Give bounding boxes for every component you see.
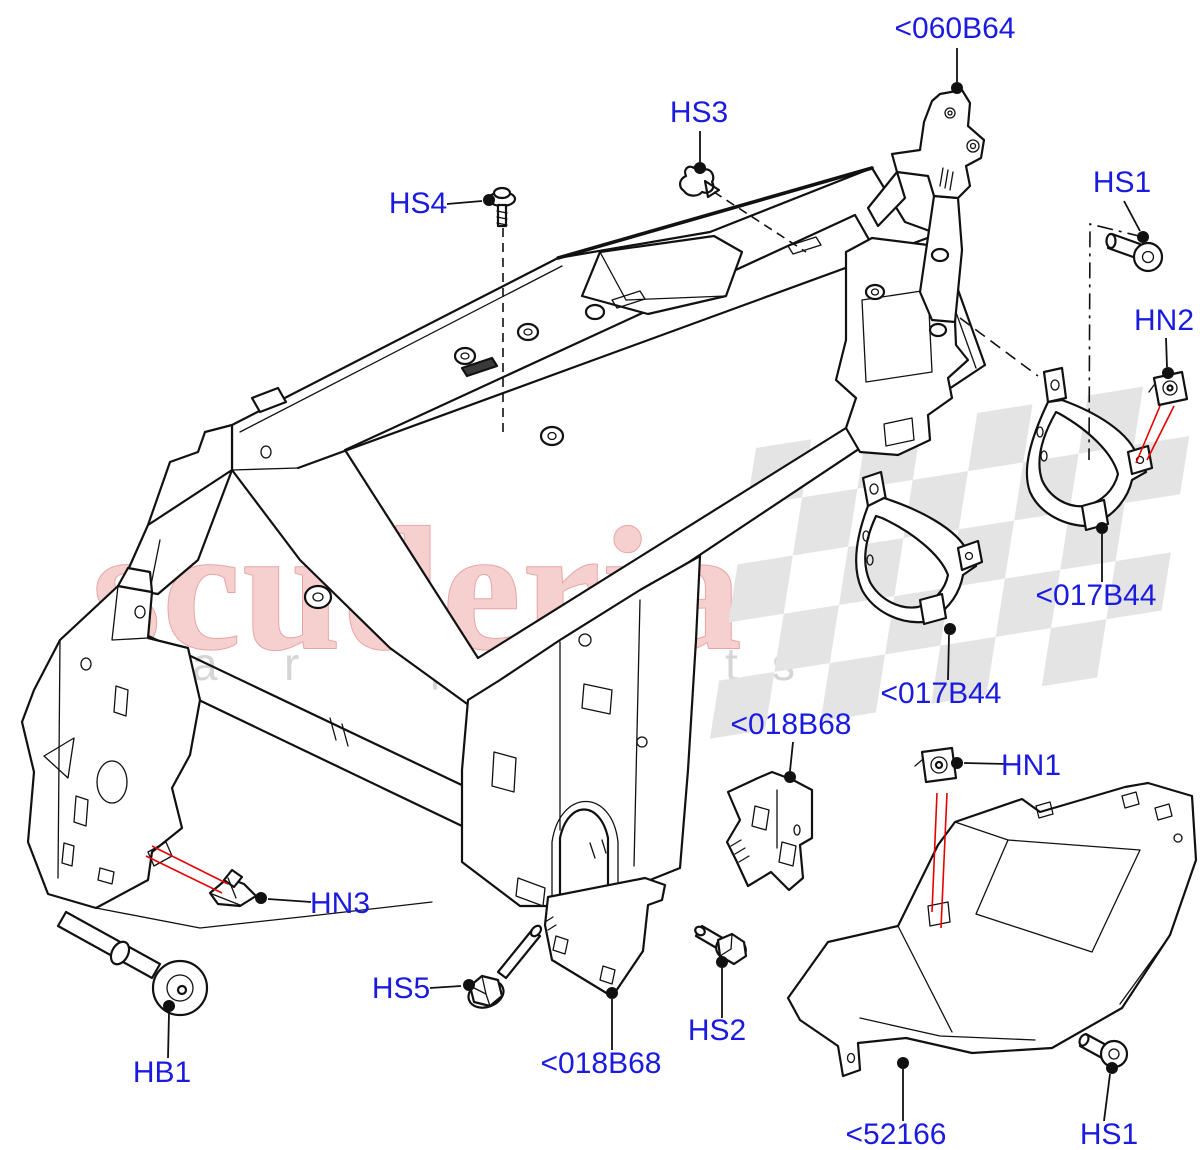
bracket-017B44-right-drawing bbox=[1025, 366, 1154, 532]
callout-dot-HN1 bbox=[951, 757, 963, 769]
assembly-guides bbox=[502, 191, 1144, 461]
callout-leader-017B44_mid bbox=[947, 634, 950, 681]
callout-leader-HS1_top bbox=[1123, 200, 1141, 232]
part-label-HN2[interactable]: HN2 bbox=[1134, 304, 1194, 337]
part-label-HB1[interactable]: HB1 bbox=[133, 1056, 191, 1089]
callout-dot-060B64 bbox=[951, 82, 963, 94]
part-label-52166[interactable]: <52166 bbox=[846, 1118, 947, 1150]
part-label-HS1_bottom[interactable]: HS1 bbox=[1080, 1118, 1138, 1150]
callout-dot-52166 bbox=[897, 1057, 909, 1069]
cover-52166-drawing bbox=[786, 781, 1198, 1078]
flag-cell bbox=[774, 604, 839, 672]
callout-dot-HN3 bbox=[255, 892, 267, 904]
callout-dot-HS2 bbox=[716, 956, 728, 968]
bracket-018B68-upper-drawing bbox=[725, 770, 814, 892]
flag-cell bbox=[968, 404, 1033, 472]
callout-leader-HB1 bbox=[167, 1012, 170, 1059]
callout-dot-HS5 bbox=[463, 979, 475, 991]
bolt-HS1-top bbox=[1105, 232, 1164, 273]
part-label-HN1[interactable]: HN1 bbox=[1001, 749, 1061, 782]
clip-HN3 bbox=[208, 868, 258, 908]
part-label-017B44_right[interactable]: <017B44 bbox=[1036, 579, 1157, 612]
left-end-panel-drawing bbox=[20, 566, 202, 910]
flag-cell bbox=[931, 636, 996, 704]
flag-cell bbox=[728, 555, 793, 623]
callout-dot-HS1_top bbox=[1137, 231, 1149, 243]
watermark-tagline-letter: r bbox=[284, 638, 299, 690]
main-frame-drawing bbox=[95, 166, 987, 929]
flag-cell bbox=[838, 538, 904, 605]
flag-cell bbox=[995, 569, 1061, 637]
part-label-HS2[interactable]: HS2 bbox=[688, 1014, 746, 1047]
callout-leader-HS1_bottom bbox=[1103, 1073, 1111, 1122]
flag-cell bbox=[820, 654, 886, 722]
top-right-bracket-drawing bbox=[866, 88, 986, 324]
screw-HS4 bbox=[487, 186, 517, 228]
flag-cell bbox=[1041, 619, 1107, 687]
red-pointer-lines bbox=[145, 405, 1175, 929]
part-label-060B64[interactable]: <060B64 bbox=[895, 12, 1016, 45]
part-label-HS1_top[interactable]: HS1 bbox=[1093, 166, 1151, 199]
part-label-HS5[interactable]: HS5 bbox=[372, 972, 430, 1005]
callout-dot-018B68_top bbox=[784, 771, 796, 783]
part-label-018B68_bottom[interactable]: <018B68 bbox=[541, 1047, 662, 1080]
red-pointer-line bbox=[1135, 405, 1161, 464]
part-label-017B44_mid[interactable]: <017B44 bbox=[881, 677, 1002, 710]
part-label-HS3[interactable]: HS3 bbox=[670, 96, 728, 129]
part-label-HN3[interactable]: HN3 bbox=[310, 887, 370, 920]
callout-leader-HS5 bbox=[429, 985, 462, 989]
red-pointer-line bbox=[940, 792, 948, 929]
callout-leader-HS4 bbox=[446, 200, 483, 205]
watermark-tagline-letter: t bbox=[725, 638, 738, 690]
red-pointer-line bbox=[151, 845, 229, 885]
red-pointer-line bbox=[1146, 405, 1175, 461]
callout-dot-HS4 bbox=[483, 194, 495, 206]
bolt-HB1 bbox=[56, 910, 209, 1017]
bracket-018B68-lower-drawing bbox=[543, 839, 667, 996]
flag-cell bbox=[709, 671, 775, 739]
callout-leader-HN3 bbox=[267, 898, 312, 903]
callout-dot-HN2 bbox=[1162, 367, 1174, 379]
callout-dot-017B44_right bbox=[1096, 522, 1108, 534]
part-label-018B68_top[interactable]: <018B68 bbox=[731, 708, 852, 741]
callout-dot-HS3 bbox=[694, 162, 706, 174]
red-pointer-line bbox=[145, 855, 223, 894]
flag-cell bbox=[1106, 552, 1171, 620]
callout-leader-HN1 bbox=[963, 762, 1008, 765]
bolt-HS2 bbox=[694, 924, 748, 966]
nut-HN1 bbox=[914, 746, 958, 784]
bolt-HS5 bbox=[467, 924, 543, 1009]
line-art bbox=[20, 88, 1198, 1078]
callout-leader-018B68_top bbox=[789, 741, 794, 772]
red-pointer-line bbox=[931, 792, 938, 913]
callout-dot-HS1_bottom bbox=[1106, 1062, 1118, 1074]
callout-dot-017B44_mid bbox=[944, 623, 956, 635]
center-tower-drawing bbox=[460, 554, 702, 908]
bracket-017B44-middle-drawing bbox=[854, 470, 984, 626]
callout-dot-018B68_bottom bbox=[606, 987, 618, 999]
part-label-HS4[interactable]: HS4 bbox=[389, 187, 447, 220]
callout-dot-HB1 bbox=[163, 1000, 175, 1012]
callout-leader-HN2 bbox=[1165, 337, 1168, 368]
bolt-HS1-bottom bbox=[1078, 1032, 1129, 1069]
flag-cell bbox=[792, 488, 858, 556]
part-callouts: <060B64HS3HS4HS1HN2<017B44<017B44<018B68… bbox=[133, 12, 1194, 1150]
